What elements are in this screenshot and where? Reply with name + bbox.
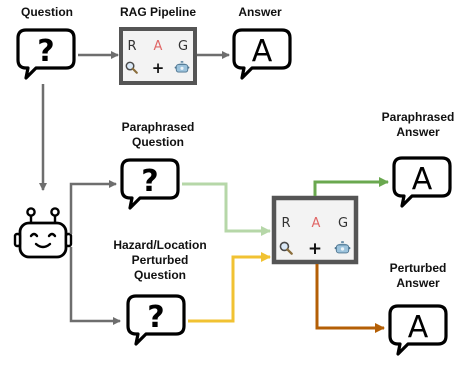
paraphrased-question-label-line1: Paraphrased xyxy=(122,120,195,134)
paraphrased-answer-glyph: A xyxy=(412,162,433,197)
perturbed-answer-glyph: A xyxy=(408,310,429,345)
paraphrased-question-mark: ? xyxy=(141,164,158,199)
rag2-letter-a: A xyxy=(312,216,321,231)
rag-pipeline-box-2: R A G + xyxy=(271,195,359,265)
question-mark: ? xyxy=(37,34,54,69)
question-bubble: ? xyxy=(16,28,76,80)
rag-plus: + xyxy=(152,59,165,77)
paraphrased-question-label-line2: Question xyxy=(132,135,184,149)
paraphrased-question-bubble: ? xyxy=(120,158,180,210)
perturbed-answer-bubble: A xyxy=(388,304,448,356)
rag-letter-a: A xyxy=(154,39,163,54)
perturbed-answer-label-line2: Answer xyxy=(396,276,440,290)
arrow-robot-to-perturbed xyxy=(69,247,121,325)
hazard-question-label-line1: Hazard/Location xyxy=(113,238,206,252)
paraphrased-answer-label-line1: Paraphrased xyxy=(382,110,455,124)
robot-icon xyxy=(13,207,73,259)
rag2-plus: + xyxy=(308,239,322,259)
rag2-letter-g: G xyxy=(338,216,348,231)
paraphrased-answer-label-line2: Answer xyxy=(396,125,440,139)
arrow-paraphrased-to-rag xyxy=(182,182,271,236)
rag-pipeline-label: RAG Pipeline xyxy=(120,5,196,19)
answer-glyph: A xyxy=(252,34,273,69)
hazard-question-label-line3: Question xyxy=(134,268,186,282)
rag-pipeline-box: R A G + xyxy=(119,27,197,85)
arrow-robot-to-paraphrased xyxy=(69,180,117,234)
paraphrased-answer-bubble: A xyxy=(392,156,452,208)
arrow-rag-to-perturbed-answer xyxy=(315,264,385,333)
answer-bubble: A xyxy=(232,28,292,80)
arrow-rag-to-paraphrased-answer xyxy=(313,177,389,196)
rag-letter-g: G xyxy=(178,39,188,54)
perturbed-answer-label-line1: Perturbed xyxy=(390,261,447,275)
hazard-question-label-line2: Perturbed xyxy=(132,253,189,267)
arrow-perturbed-to-rag xyxy=(188,252,271,323)
question-label: Question xyxy=(21,5,73,19)
perturbed-question-bubble: ? xyxy=(126,294,186,346)
perturbed-question-mark: ? xyxy=(147,300,164,335)
rag2-letter-r: R xyxy=(281,216,290,231)
rag-letter-r: R xyxy=(127,39,136,54)
answer-label: Answer xyxy=(238,5,282,19)
